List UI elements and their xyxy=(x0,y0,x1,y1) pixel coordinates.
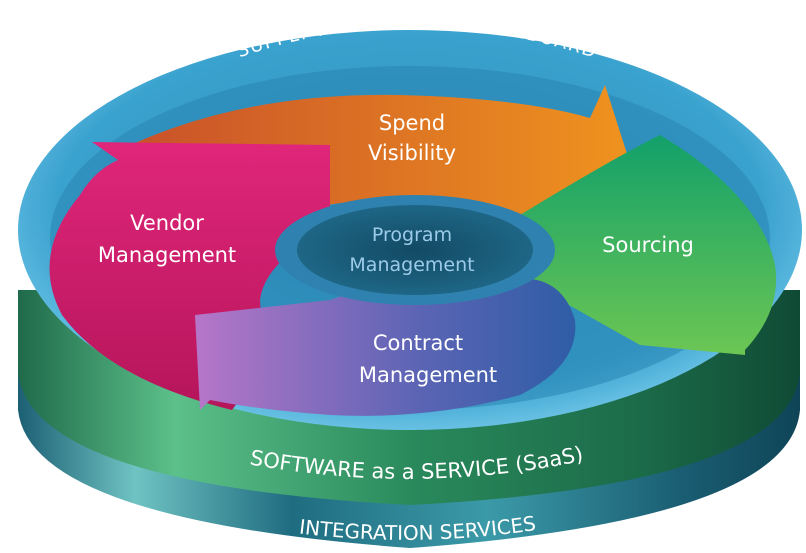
contract-label-line2: Management xyxy=(359,363,497,387)
spend-label-line2: Visibility xyxy=(368,141,456,165)
vendor-label-line2: Management xyxy=(98,243,236,267)
vendor-label-line1: Vendor xyxy=(130,211,204,235)
sourcing-label: Sourcing xyxy=(602,233,694,257)
program-label-line1: Program xyxy=(372,224,452,246)
spend-label-line1: Spend xyxy=(379,111,445,135)
sourcing-arrow xyxy=(510,135,777,355)
contract-management-arrow xyxy=(195,278,576,416)
program-management-hub xyxy=(297,205,533,295)
contract-label-line1: Contract xyxy=(373,331,463,355)
program-label-line2: Management xyxy=(349,254,474,276)
